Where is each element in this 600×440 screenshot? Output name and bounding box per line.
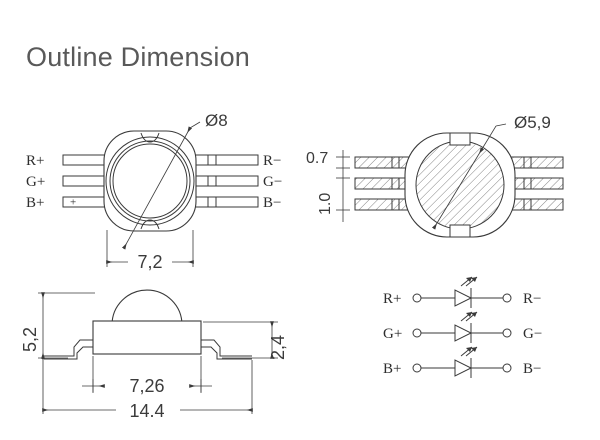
lead-label-b-plus: B+ [26,195,44,211]
schematic-cathode-label-b: B− [523,361,541,377]
diameter-leader-top-view [121,121,201,250]
dimension-7-2: 7,2 [106,230,194,272]
lead-label-r-minus: R− [263,153,281,169]
led-emission-arrows-g [460,311,478,322]
dimension-label-2-4: 2,4 [268,335,288,360]
dimension-label-5-2: 5,2 [20,327,40,352]
dimension-label-7-2: 7,2 [137,252,162,272]
led-emission-arrows-r [460,276,478,287]
schematic-row-b: B+ B− [383,346,541,378]
dimension-7-26: 7,26 [82,356,212,396]
dimension-2-4: 2,4 [203,321,288,360]
lead-label-g-minus: G− [263,174,282,190]
dimension-lead-thickness: 0.7 1.0 [306,150,350,222]
led-schematic: R+ R− G+ [383,276,542,378]
cross-section-view: Ø5,9 0.7 1.0 [306,113,564,238]
diameter-callout-top: Ø8 [205,111,228,130]
top-view-body [103,130,197,232]
top-view: + Ø8 [26,111,282,272]
dimension-5-2: 5,2 [20,292,95,359]
right-lead [201,339,252,357]
dimension-14-4: 14.4 [42,360,253,421]
dimension-label-7-26: 7,26 [129,376,164,396]
diameter-callout-section: Ø5,9 [514,113,551,132]
dimension-label-1-0: 1.0 [317,193,334,215]
lead-label-b-minus: B− [263,195,281,211]
lead-label-g-plus: G+ [26,174,45,190]
schematic-anode-label-g: G+ [383,326,402,342]
schematic-row-g: G+ G− [383,311,542,343]
page-title: Outline Dimension [26,42,251,72]
schematic-cathode-label-r: R− [523,291,541,307]
package-body [92,320,202,355]
diameter-leader-section [431,123,507,230]
polarity-plus-mark: + [70,197,76,209]
schematic-cathode-label-g: G− [523,326,542,342]
schematic-anode-label-r: R+ [383,291,401,307]
section-right-leads [504,156,564,211]
schematic-row-r: R+ R− [383,276,541,308]
side-view: 5,2 2,4 7,26 14.4 [20,289,288,421]
lead-label-r-plus: R+ [26,153,44,169]
schematic-anode-label-b: B+ [383,361,401,377]
dimension-label-0-7: 0.7 [306,150,328,167]
left-lead [42,339,93,357]
led-emission-arrows-b [460,346,478,357]
dimension-label-14-4: 14.4 [129,401,164,421]
top-view-right-leads [192,154,259,208]
